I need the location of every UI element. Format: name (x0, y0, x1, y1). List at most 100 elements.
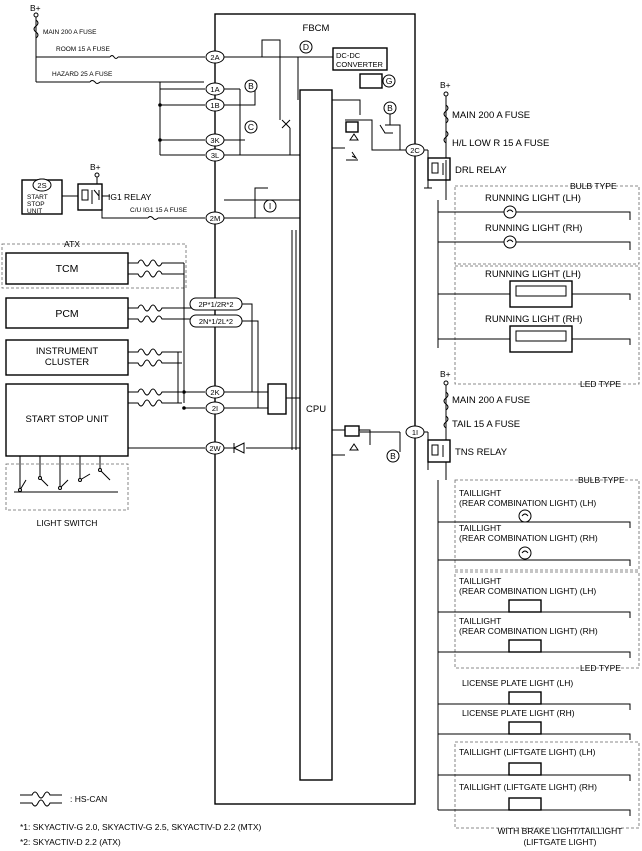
pin-3L: 3L (205, 148, 225, 162)
svg-text:TAILLIGHT: TAILLIGHT (459, 488, 501, 498)
svg-text:(REAR COMBINATION LIGHT) (LH): (REAR COMBINATION LIGHT) (LH) (459, 586, 596, 596)
svg-text:G: G (386, 76, 393, 86)
pin-3K: 3K (205, 133, 225, 147)
footnote-2: *2: SKYACTIV-D 2.2 (ATX) (20, 837, 121, 847)
svg-text:2S: 2S (37, 181, 46, 190)
pin-2K: 2K (205, 385, 225, 399)
svg-text:RUNNING LIGHT (LH): RUNNING LIGHT (LH) (485, 269, 581, 280)
svg-text:1I: 1I (412, 428, 418, 437)
liftgate-light-rh (508, 797, 542, 811)
drl-bulb-group (454, 185, 640, 265)
svg-text:2N*1/2L*2: 2N*1/2L*2 (199, 317, 233, 326)
svg-text:C: C (248, 122, 254, 132)
dcdc-converter (332, 47, 388, 71)
hs-can-legend-symbol (20, 791, 62, 807)
svg-text:2A: 2A (210, 53, 219, 62)
marker-G: G (382, 74, 396, 88)
can-transceiver (267, 383, 287, 415)
svg-text:TAILLIGHT: TAILLIGHT (459, 616, 501, 626)
svg-text:3K: 3K (210, 136, 219, 145)
pin-2I: 2I (205, 401, 225, 415)
svg-text:LICENSE PLATE LIGHT (LH): LICENSE PLATE LIGHT (LH) (462, 678, 573, 688)
svg-text:B: B (248, 81, 254, 91)
svg-text:LICENSE PLATE LIGHT (RH): LICENSE PLATE LIGHT (RH) (462, 708, 575, 718)
pin-2N-2L: 2N*1/2L*2 (189, 314, 243, 328)
pin-1A: 1A (205, 82, 225, 96)
license-plate-light-lh (508, 691, 542, 705)
pin-1I: 1I (405, 425, 425, 439)
marker-B-top: B (244, 79, 258, 93)
drl-main-fuse-label: MAIN 200 A FUSE (452, 110, 530, 121)
bplus-tns: B+ (440, 369, 451, 379)
pcm-box (5, 297, 129, 329)
svg-text:TAILLIGHT: TAILLIGHT (459, 523, 501, 533)
svg-text:1B: 1B (210, 101, 219, 110)
drl-hl-fuse-label: H/L LOW R 15 A FUSE (452, 138, 549, 149)
cu-ig1-fuse (147, 216, 159, 220)
taillight-rcl-rh-led (508, 639, 542, 653)
hs-can-legend-label: : HS-CAN (70, 794, 107, 804)
tns-relay (427, 439, 451, 463)
pin-2M: 2M (205, 211, 225, 225)
bplus-ig1: B+ (90, 162, 101, 172)
pin-2A: 2A (205, 50, 225, 64)
tns-bulb-group (454, 479, 640, 571)
brake-group-label-1: WITH BRAKE LIGHT/TAILLIGHT (498, 826, 623, 836)
taillight-rcl-rh-bulb (518, 546, 532, 560)
svg-text:TAILLIGHT: TAILLIGHT (459, 576, 501, 586)
drl-relay (427, 157, 451, 181)
light-switch-group (5, 463, 129, 511)
brake-liftgate-group (454, 741, 640, 829)
hazard-fuse-label: HAZARD 25 A FUSE (52, 71, 113, 78)
pin-2P-2R: 2P*1/2R*2 (189, 297, 243, 311)
marker-I-top: I (263, 199, 277, 213)
pin-2W: 2W (205, 441, 225, 455)
svg-text:B: B (390, 451, 396, 461)
drl-led-type-label: LED TYPE (580, 379, 621, 389)
taillight-rcl-lh-bulb (518, 509, 532, 523)
running-light-rh-bulb (503, 235, 517, 249)
tns-tail-fuse-label: TAIL 15 A FUSE (452, 419, 520, 430)
cluster-label-1: INSTRUMENT (36, 346, 98, 357)
svg-text:(REAR COMBINATION LIGHT) (RH): (REAR COMBINATION LIGHT) (RH) (459, 626, 598, 636)
liftgate-light-lh (508, 762, 542, 776)
drl-bulb-type-label: BULB TYPE (570, 181, 617, 191)
svg-text:TAILLIGHT (LIFTGATE LIGHT) (RH: TAILLIGHT (LIFTGATE LIGHT) (RH) (459, 782, 597, 792)
tns-led-type-label: LED TYPE (580, 663, 621, 673)
svg-text:START: START (27, 194, 48, 201)
svg-text:3L: 3L (211, 151, 219, 160)
pin-2C: 2C (405, 143, 425, 157)
drl-relay-label: DRL RELAY (455, 165, 507, 176)
tns-relay-label: TNS RELAY (455, 447, 508, 458)
tns-main-fuse-label: MAIN 200 A FUSE (452, 395, 530, 406)
main-fuse-top-label: MAIN 200 A FUSE (43, 29, 97, 36)
bplus-top-left: B+ (30, 3, 41, 13)
svg-text:2P*1/2R*2: 2P*1/2R*2 (198, 300, 233, 309)
start-stop-unit-box (5, 383, 129, 457)
svg-text:2M: 2M (210, 214, 220, 223)
brake-group-label-2: (LIFTGATE LIGHT) (523, 837, 596, 847)
marker-B-tns: B (386, 449, 400, 463)
drl-led-group (454, 265, 640, 385)
cluster-label-2: CLUSTER (45, 357, 89, 368)
svg-text:2C: 2C (410, 146, 420, 155)
cpu-label: CPU (306, 404, 326, 415)
svg-text:D: D (303, 42, 309, 52)
svg-text:RUNNING LIGHT (LH): RUNNING LIGHT (LH) (485, 193, 581, 204)
svg-text:1A: 1A (210, 85, 219, 94)
ig1-relay-label: IG1 RELAY (108, 192, 152, 202)
svg-text:B: B (387, 103, 393, 113)
svg-text:(REAR COMBINATION LIGHT) (LH): (REAR COMBINATION LIGHT) (LH) (459, 498, 596, 508)
svg-text:(REAR COMBINATION LIGHT) (RH): (REAR COMBINATION LIGHT) (RH) (459, 533, 598, 543)
running-light-lh-bulb (503, 205, 517, 219)
bplus-drl: B+ (440, 80, 451, 90)
hs-can-coils (128, 259, 197, 407)
light-switch-label: LIGHT SWITCH (37, 518, 98, 528)
taillight-rcl-lh-led (508, 599, 542, 613)
tns-bulb-type-label: BULB TYPE (578, 475, 625, 485)
svg-text:2K: 2K (210, 388, 219, 397)
start-stop-unit-label: START STOP UNIT (25, 414, 108, 425)
marker-D: D (299, 40, 313, 54)
inner-block-g (359, 73, 383, 89)
